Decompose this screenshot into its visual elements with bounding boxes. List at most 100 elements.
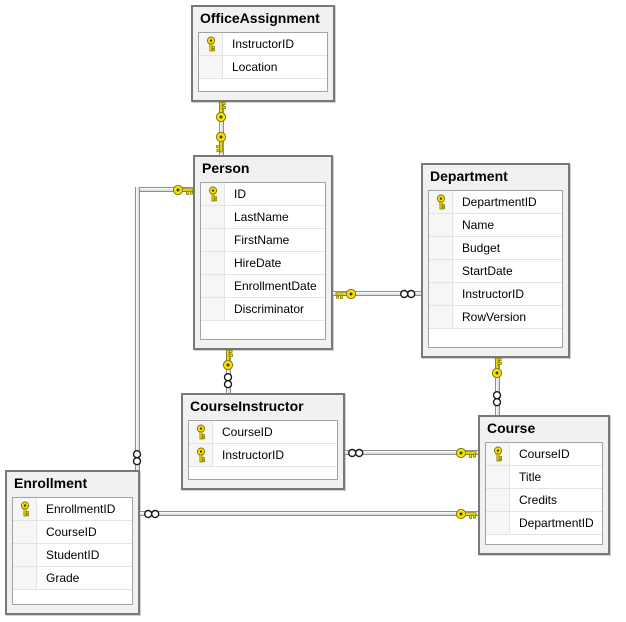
table-row[interactable]: EnrollmentDate xyxy=(201,275,325,298)
entity-grid: InstructorID Location xyxy=(198,32,328,92)
table-row[interactable]: Discriminator xyxy=(201,298,325,321)
column-name: InstructorID xyxy=(462,287,525,301)
entity-department[interactable]: Department DepartmentID Name Budget Star… xyxy=(421,163,570,358)
column-name: CourseID xyxy=(222,425,273,439)
table-row[interactable]: DepartmentID xyxy=(429,191,562,214)
key-cell xyxy=(201,298,225,320)
primary-key-icon xyxy=(493,446,502,462)
key-cell xyxy=(201,183,225,205)
key-cell xyxy=(189,444,213,466)
entity-title[interactable]: CourseInstructor xyxy=(190,398,304,414)
table-row[interactable]: HireDate xyxy=(201,252,325,275)
table-row[interactable]: DepartmentID xyxy=(486,512,602,535)
table-row[interactable]: LastName xyxy=(201,206,325,229)
relationship-line-person-enrollment-vertical[interactable] xyxy=(135,187,140,470)
entity-title[interactable]: Department xyxy=(430,168,508,184)
column-name: FirstName xyxy=(234,233,290,247)
entity-title[interactable]: Person xyxy=(202,160,250,176)
key-cell xyxy=(429,214,453,236)
key-cell xyxy=(199,56,223,78)
table-row[interactable]: Budget xyxy=(429,237,562,260)
many-end-infinity-icon xyxy=(490,388,504,410)
column-name: InstructorID xyxy=(222,448,285,462)
key-cell xyxy=(486,512,510,534)
column-name: StudentID xyxy=(46,548,100,562)
table-row[interactable]: InstructorID xyxy=(199,33,327,56)
table-row[interactable]: InstructorID xyxy=(189,444,337,467)
column-name: Discriminator xyxy=(234,302,305,316)
key-end-icon xyxy=(455,446,477,460)
table-row[interactable]: Credits xyxy=(486,489,602,512)
relationship-line-enrollment-course[interactable] xyxy=(140,511,478,516)
table-row[interactable]: Name xyxy=(429,214,562,237)
entity-course[interactable]: Course CourseID Title Credits Department… xyxy=(478,415,610,555)
primary-key-icon xyxy=(196,447,205,463)
many-end-infinity-icon xyxy=(345,446,367,460)
entity-grid: DepartmentID Name Budget StartDate Instr… xyxy=(428,190,563,348)
primary-key-icon xyxy=(436,194,445,210)
table-row[interactable]: Location xyxy=(199,56,327,79)
entity-grid: EnrollmentID CourseID StudentID Grade xyxy=(12,497,133,605)
column-name: ID xyxy=(234,187,246,201)
key-cell xyxy=(13,498,37,520)
relationship-line-department-course[interactable] xyxy=(495,358,500,415)
column-name: CourseID xyxy=(46,525,97,539)
column-name: DepartmentID xyxy=(462,195,537,209)
table-row[interactable]: RowVersion xyxy=(429,306,562,329)
key-cell xyxy=(486,443,510,465)
entity-title[interactable]: Enrollment xyxy=(14,475,88,491)
column-name: Name xyxy=(462,218,495,232)
entity-enrollment[interactable]: Enrollment EnrollmentID CourseID Student… xyxy=(5,470,140,615)
entity-grid: CourseID InstructorID xyxy=(188,420,338,480)
column-name: EnrollmentDate xyxy=(234,279,317,293)
relationship-line-courseinstructor-course[interactable] xyxy=(345,450,478,455)
key-cell xyxy=(429,283,453,305)
entity-person[interactable]: Person ID LastName FirstName HireDate En… xyxy=(193,155,333,350)
table-row[interactable]: CourseID xyxy=(13,521,132,544)
entity-officeassignment[interactable]: OfficeAssignment InstructorID Location xyxy=(191,5,335,102)
key-end-icon xyxy=(214,131,228,153)
key-cell xyxy=(486,489,510,511)
table-row[interactable]: ID xyxy=(201,183,325,206)
table-row[interactable]: StartDate xyxy=(429,260,562,283)
key-end-icon xyxy=(172,183,194,197)
entity-title[interactable]: Course xyxy=(487,420,536,436)
entity-courseinstructor[interactable]: CourseInstructor CourseID InstructorID xyxy=(181,393,345,490)
table-row[interactable]: CourseID xyxy=(189,421,337,444)
relationship-line-person-courseinstructor[interactable] xyxy=(226,350,231,393)
relationship-line-officeassignment-person[interactable] xyxy=(219,102,224,155)
table-row[interactable]: StudentID xyxy=(13,544,132,567)
key-cell xyxy=(201,275,225,297)
key-end-icon xyxy=(490,357,504,379)
key-cell xyxy=(429,191,453,213)
key-cell xyxy=(201,206,225,228)
column-name: LastName xyxy=(234,210,289,224)
column-name: CourseID xyxy=(519,447,570,461)
many-end-infinity-icon xyxy=(221,370,235,392)
key-cell xyxy=(201,229,225,251)
column-name: StartDate xyxy=(462,264,513,278)
table-row[interactable]: FirstName xyxy=(201,229,325,252)
key-cell xyxy=(201,252,225,274)
column-name: InstructorID xyxy=(232,37,295,51)
relationship-line-person-department[interactable] xyxy=(333,291,421,296)
key-end-icon xyxy=(455,507,477,521)
table-row[interactable]: InstructorID xyxy=(429,283,562,306)
key-end-icon xyxy=(335,287,357,301)
table-row[interactable]: EnrollmentID xyxy=(13,498,132,521)
table-row[interactable]: Title xyxy=(486,466,602,489)
many-end-infinity-icon xyxy=(130,447,144,469)
key-cell xyxy=(13,544,37,566)
entity-grid: ID LastName FirstName HireDate Enrollmen… xyxy=(200,182,326,340)
table-row[interactable]: Grade xyxy=(13,567,132,590)
entity-grid: CourseID Title Credits DepartmentID xyxy=(485,442,603,545)
table-row[interactable]: CourseID xyxy=(486,443,602,466)
column-name: Title xyxy=(519,470,542,484)
many-end-infinity-icon xyxy=(141,507,163,521)
relationship-line-person-enrollment-horizontal[interactable] xyxy=(135,187,193,192)
key-cell xyxy=(429,260,453,282)
primary-key-icon xyxy=(196,424,205,440)
key-cell xyxy=(189,421,213,443)
entity-title[interactable]: OfficeAssignment xyxy=(200,10,320,26)
primary-key-icon xyxy=(20,501,29,517)
